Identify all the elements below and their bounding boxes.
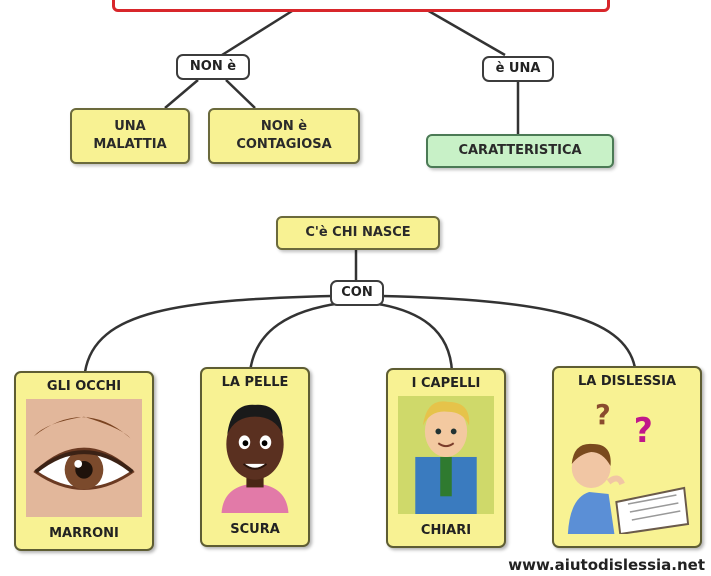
node-malattia-line1: UNA — [114, 119, 146, 134]
svg-text:?: ? — [595, 398, 611, 432]
blond-boy-icon — [398, 396, 494, 514]
svg-text:?: ? — [634, 411, 653, 451]
card-occhi: GLI OCCHI MARRONI — [14, 371, 154, 551]
link-label-e-una: è UNA — [482, 56, 554, 82]
card-pelle-title: LA PELLE — [221, 375, 289, 390]
dark-skin-boy-icon — [212, 395, 298, 513]
card-occhi-title: GLI OCCHI — [46, 379, 122, 394]
node-contagiosa-line2: CONTAGIOSA — [236, 137, 332, 152]
node-contagiosa-line1: NON è — [260, 119, 308, 134]
card-dislessia: LA DISLESSIA ? ? — [552, 366, 702, 548]
node-contagiosa: NON è CONTAGIOSA — [208, 108, 360, 164]
card-pelle-foot: SCURA — [230, 522, 280, 537]
brown-eye-icon — [26, 399, 142, 517]
link-label-non-e: NON è — [176, 54, 250, 80]
node-caratteristica: CARATTERISTICA — [426, 134, 614, 168]
link-label-con: CON — [330, 280, 384, 306]
card-capelli: I CAPELLI CHIARI — [386, 368, 506, 548]
node-nasce: C'è CHI NASCE — [276, 216, 440, 250]
card-capelli-title: I CAPELLI — [411, 376, 481, 391]
confused-reader-icon: ? ? — [564, 394, 690, 534]
card-capelli-foot: CHIARI — [420, 523, 472, 538]
root-concept-box — [112, 0, 610, 12]
node-malattia: UNA MALATTIA — [70, 108, 190, 164]
card-dislessia-title: LA DISLESSIA — [577, 374, 677, 389]
card-pelle: LA PELLE SCURA — [200, 367, 310, 547]
card-occhi-foot: MARRONI — [49, 526, 119, 541]
website-url: www.aiutodislessia.net — [508, 556, 705, 574]
node-malattia-line2: MALATTIA — [93, 137, 167, 152]
